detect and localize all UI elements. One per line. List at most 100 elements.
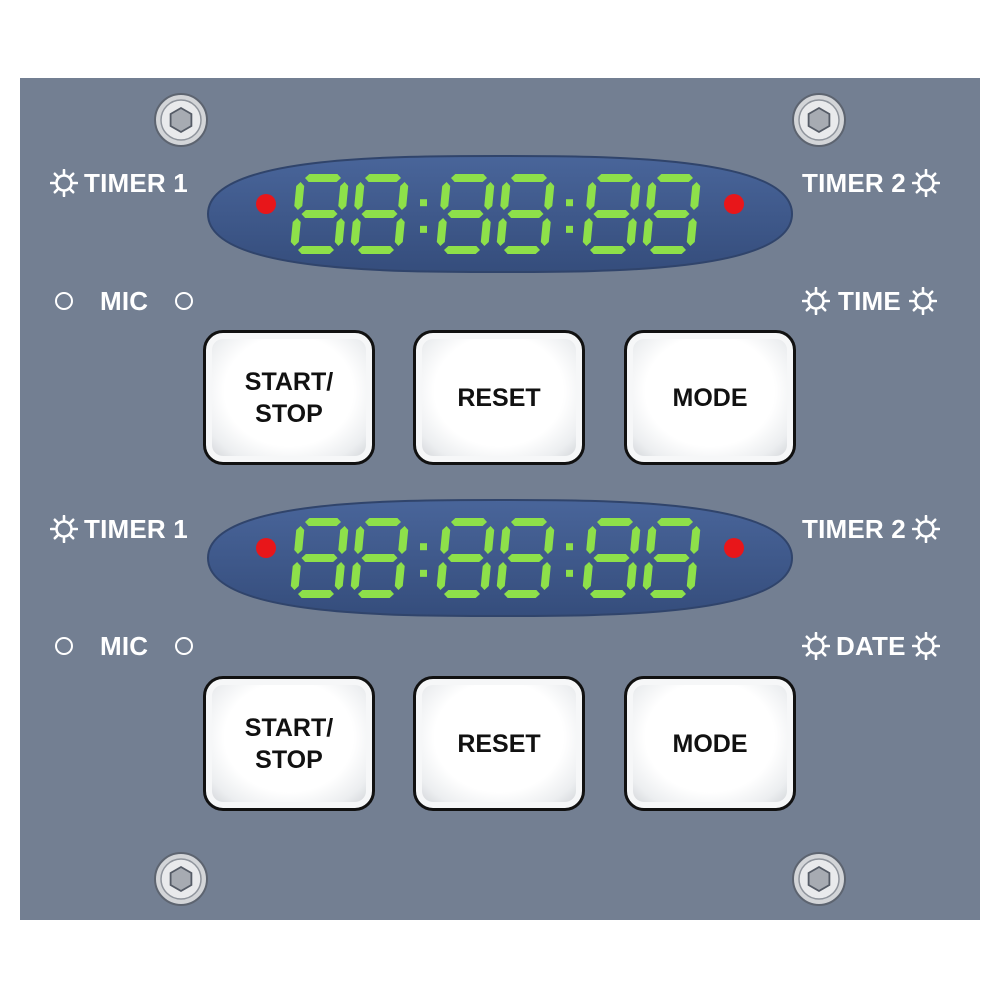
digit-segment (646, 182, 657, 210)
led-ring-icon (55, 637, 73, 655)
digit-segment (540, 218, 551, 246)
screw-icon (792, 93, 846, 147)
start-stop-button[interactable]: START/ STOP (203, 330, 375, 465)
digit-segment (626, 562, 637, 590)
timer1-label: TIMER 1 (84, 168, 188, 198)
digit-segment (650, 246, 686, 254)
digit-segment (597, 174, 633, 182)
time-label: TIME (838, 286, 901, 316)
digit-segment (440, 526, 451, 554)
digit-segment (436, 218, 447, 246)
digit-segment (504, 590, 540, 598)
digit-segment (496, 562, 507, 590)
digit-segment (642, 218, 653, 246)
digit-segment (350, 218, 361, 246)
digit-segment (305, 518, 341, 526)
timer1-indicator: TIMER 1 (50, 514, 188, 544)
digit-segment (354, 182, 365, 210)
digit-segment (646, 526, 657, 554)
digit-segment (593, 554, 630, 562)
timer2-label: TIMER 2 (802, 168, 906, 198)
date-label: DATE (836, 631, 906, 661)
sun-icon (911, 169, 940, 197)
digit-segment (582, 562, 593, 590)
digit-segment (586, 182, 597, 210)
digit-segment (290, 562, 301, 590)
digit-segment (511, 518, 547, 526)
segment-digits (290, 174, 701, 254)
digit-segment (294, 526, 305, 554)
colon-dot (420, 543, 427, 551)
digit-segment (480, 218, 491, 246)
mode-button[interactable]: MODE (624, 330, 796, 465)
sun-icon (908, 287, 937, 315)
digit-segment (361, 210, 398, 218)
indicator-led-icon (724, 194, 744, 214)
digit-segment (511, 174, 547, 182)
reset-button[interactable]: RESET (413, 330, 585, 465)
mic-label: MIC (100, 286, 149, 316)
mic-indicator: MIC (55, 286, 194, 316)
digit-segment (496, 218, 507, 246)
digit-segment (500, 182, 511, 210)
digit-segment (398, 182, 409, 210)
sun-icon (802, 632, 830, 660)
digit-segment (590, 246, 626, 254)
digit-segment (650, 590, 686, 598)
digit-segment (544, 526, 555, 554)
digit-segment (298, 590, 334, 598)
digit-segment (586, 526, 597, 554)
digit-segment (451, 518, 487, 526)
mode-button[interactable]: MODE (624, 676, 796, 811)
digit-segment (354, 526, 365, 554)
digit-segment (686, 562, 697, 590)
digit-segment (301, 210, 338, 218)
led-ring-icon (55, 292, 73, 310)
mic-label: MIC (100, 631, 149, 661)
timer1-indicator: TIMER 1 (50, 168, 188, 198)
digit-segment (653, 554, 690, 562)
date-mode-indicator: DATE (802, 631, 940, 661)
digit-segment (444, 590, 480, 598)
digit-segment (447, 554, 484, 562)
digit-segment (447, 210, 484, 218)
indicator-led-icon (724, 538, 744, 558)
digit-segment (361, 554, 398, 562)
digit-segment (500, 526, 511, 554)
digit-segment (507, 554, 544, 562)
sun-icon (911, 632, 940, 660)
digit-segment (290, 218, 301, 246)
digit-segment (444, 246, 480, 254)
digit-segment (590, 590, 626, 598)
mic-indicator: MIC (55, 631, 194, 661)
digit-segment (626, 218, 637, 246)
sun-icon (50, 169, 78, 197)
start-stop-button[interactable]: START/ STOP (203, 676, 375, 811)
digit-segment (334, 218, 345, 246)
digit-segment (686, 218, 697, 246)
digit-segment (484, 526, 495, 554)
digit-segment (690, 526, 701, 554)
digit-segment (301, 554, 338, 562)
sun-icon (802, 287, 830, 315)
sun-icon (50, 515, 78, 543)
timer2-indicator: TIMER 2 (802, 168, 940, 198)
indicator-led-icon (256, 194, 276, 214)
screw-icon (792, 852, 846, 906)
digit-segment (593, 210, 630, 218)
sun-icon (911, 515, 940, 543)
digit-segment (544, 182, 555, 210)
reset-button[interactable]: RESET (413, 676, 585, 811)
colon-dot (566, 225, 573, 233)
digit-segment (642, 562, 653, 590)
digit-segment (365, 174, 401, 182)
digit-segment (298, 246, 334, 254)
digit-segment (394, 562, 405, 590)
digit-segment (334, 562, 345, 590)
led-ring-icon (175, 292, 194, 310)
colon-dot (566, 199, 573, 207)
digit-segment (294, 182, 305, 210)
digit-segment (338, 182, 349, 210)
led-ring-icon (175, 637, 194, 655)
digit-segment (350, 562, 361, 590)
